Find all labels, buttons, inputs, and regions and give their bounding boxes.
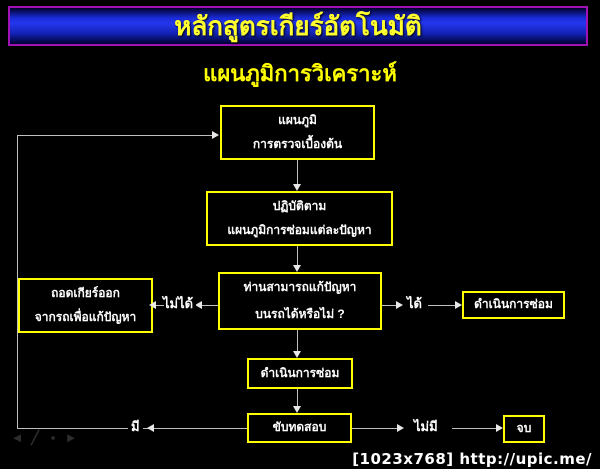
slideshow-controls: ◄ ╱ ▪ ► [10, 430, 78, 446]
flow-box-repair-mid: ดำเนินการซ่อม [247, 358, 353, 389]
flow-box-decision-line1: ท่านสามารถแก้ปัญหา [243, 280, 357, 294]
feedback-loop-top-line [17, 135, 213, 136]
connector-decision-to-repair [297, 330, 298, 351]
flow-box-repair-right-label: ดำเนินการซ่อม [474, 297, 553, 312]
connector-decision-left-b [156, 305, 164, 306]
flow-box-decision-line2: บนรถได้หรือไม่ ? [255, 306, 345, 321]
title-banner: หลักสูตรเกียร์อัตโนมัติ [8, 6, 588, 46]
forward-arrow-icon[interactable]: ► [64, 430, 78, 445]
arrowhead-down-icon [293, 351, 301, 358]
flow-box-follow-chart-line2: แผนภูมิการซ่อมแต่ละปัญหา [227, 222, 372, 237]
arrowhead-down-icon [293, 265, 301, 272]
edge-label-can: ได้ [404, 296, 425, 313]
connector-follow-to-decision [297, 246, 298, 265]
arrowhead-left-icon [195, 301, 202, 309]
back-arrow-icon[interactable]: ◄ [10, 430, 24, 445]
flow-box-preliminary-line1: แผนภูมิ [278, 113, 317, 127]
arrowhead-right-icon [496, 424, 503, 432]
edge-label-has: มี [128, 419, 143, 436]
page-title: หลักสูตรเกียร์อัตโนมัติ [174, 10, 422, 41]
flow-box-decision: ท่านสามารถแก้ปัญหา บนรถได้หรือไม่ ? [218, 272, 382, 330]
connector-repair-to-test [297, 389, 298, 406]
pen-icon[interactable]: ╱ [31, 430, 39, 445]
flow-box-preliminary: แผนภูมิ การตรวจเบื้องต้น [220, 105, 375, 160]
chart-subtitle: แผนภูมิการวิเคราะห์ [203, 61, 397, 86]
connector-decision-right-a [382, 305, 396, 306]
arrowhead-right-icon [397, 424, 404, 432]
flow-box-end-label: จบ [516, 421, 532, 436]
feedback-loop-vertical-line [17, 135, 18, 428]
flow-box-end: จบ [503, 415, 545, 443]
flow-box-remove-gearbox: ถอดเกียร์ออก จากรถเพื่อแก้ปัญหา [18, 278, 153, 333]
menu-icon[interactable]: ▪ [50, 430, 56, 445]
arrowhead-right-icon [396, 301, 403, 309]
flow-box-remove-gearbox-line2: จากรถเพื่อแก้ปัญหา [34, 309, 137, 324]
watermark-text: [1023x768] http://upic.me/ [352, 450, 592, 468]
flow-box-follow-chart-line1: ปฏิบัติตาม [272, 199, 327, 213]
connector-test-right-a [352, 428, 398, 429]
flow-box-test-drive: ขับทดสอบ [247, 413, 352, 443]
arrowhead-left-icon [149, 301, 156, 309]
flow-box-repair-mid-label: ดำเนินการซ่อม [260, 365, 340, 380]
flow-box-follow-chart: ปฏิบัติตาม แผนภูมิการซ่อมแต่ละปัญหา [206, 191, 393, 246]
connector-decision-right-b [428, 305, 455, 306]
flow-box-preliminary-line2: การตรวจเบื้องต้น [252, 136, 343, 151]
flow-box-test-drive-label: ขับทดสอบ [272, 420, 327, 435]
arrowhead-into-preliminary-icon [212, 131, 219, 139]
edge-label-cannot: ไม่ได้ [160, 296, 197, 313]
arrowhead-right-icon [455, 301, 462, 309]
edge-label-none: ไม่มี [411, 419, 441, 436]
connector-preliminary-to-follow [297, 160, 298, 185]
flow-box-remove-gearbox-line1: ถอดเกียร์ออก [51, 286, 120, 300]
arrowhead-down-icon [293, 184, 301, 191]
arrowhead-down-icon [293, 406, 301, 413]
connector-test-right-b [452, 428, 497, 429]
connector-decision-left-a [202, 305, 218, 306]
flow-box-repair-right: ดำเนินการซ่อม [462, 291, 565, 319]
arrowhead-left-icon [147, 424, 154, 432]
